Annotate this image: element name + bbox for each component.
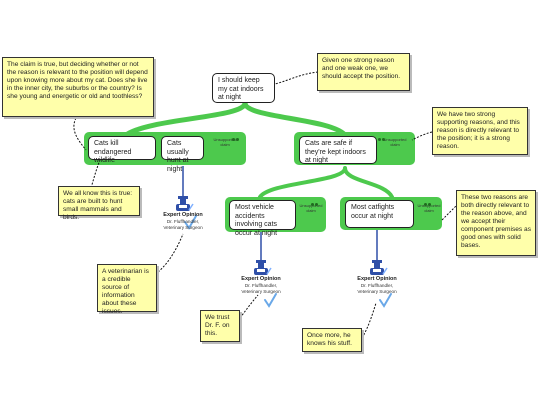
note-vet[interactable]: A veterinarian is a credible source of i… — [97, 264, 157, 315]
connector-main — [123, 100, 348, 138]
reason-dots-vehicle — [311, 193, 319, 211]
reason-dots-right — [378, 128, 386, 146]
expert-opinion-1[interactable]: Expert Opinion Dr. Fluffhandler, Veterin… — [158, 212, 208, 231]
reason-cats-kill-wildlife[interactable]: Cats kill endangered wildlife — [88, 136, 156, 164]
expert-icon-1 — [176, 196, 194, 211]
expert-name: Dr. Fluffhandler, Veterinary Surgeon — [357, 282, 397, 294]
note-right-strong[interactable]: We have two strong supporting reasons, a… — [432, 107, 528, 155]
reason-vehicle-accidents[interactable]: Most vehicle accidents involving cats oc… — [229, 200, 296, 237]
note-connectors — [73, 71, 457, 339]
note-both[interactable]: These two reasons are both directly rele… — [456, 190, 536, 256]
connector-right — [258, 166, 394, 199]
main-claim-box[interactable]: I should keep my cat indoors at night — [212, 73, 275, 103]
note-trust[interactable]: We trust Dr. F. on this. — [200, 310, 240, 342]
expert-opinion-3[interactable]: Expert Opinion Dr. Fluffhandler, Veterin… — [352, 276, 402, 295]
expert-opinion-2[interactable]: Expert Opinion Dr. Fluffhandler, Veterin… — [236, 276, 286, 295]
note-top-right[interactable]: Given one strong reason and one weak one… — [317, 53, 410, 91]
note-known[interactable]: We all know this is true: cats are built… — [58, 186, 140, 221]
expert-icon-3 — [370, 260, 388, 275]
reason-cats-safe-indoors[interactable]: Cats are safe if they're kept indoors at… — [299, 136, 377, 164]
note-top-left[interactable]: The claim is true, but deciding whether … — [2, 57, 154, 117]
expert-title: Expert Opinion — [357, 276, 397, 282]
reason-dots-left — [232, 128, 240, 146]
expert-icon-2 — [254, 260, 272, 275]
support-connectors — [123, 100, 394, 199]
expert-name: Dr. Fluffhandler, Veterinary Surgeon — [241, 282, 281, 294]
unsupported-claim-tag-right: Unsupported claim — [383, 137, 407, 147]
unsupported-claim-tag-left: Unsupported claim — [213, 137, 237, 147]
expert-name: Dr. Fluffhandler, Veterinary Surgeon — [163, 218, 203, 230]
expert-title: Expert Opinion — [241, 276, 281, 282]
note-once[interactable]: Once more, he knows his stuff. — [302, 328, 362, 352]
reason-cats-hunt-at-night[interactable]: Cats usually hunt at night — [161, 136, 204, 173]
expert-title: Expert Opinion — [163, 212, 203, 218]
reason-catfights[interactable]: Most catfights occur at night — [345, 200, 414, 228]
expert-connectors — [182, 166, 378, 262]
reason-dots-catfights — [424, 193, 432, 211]
